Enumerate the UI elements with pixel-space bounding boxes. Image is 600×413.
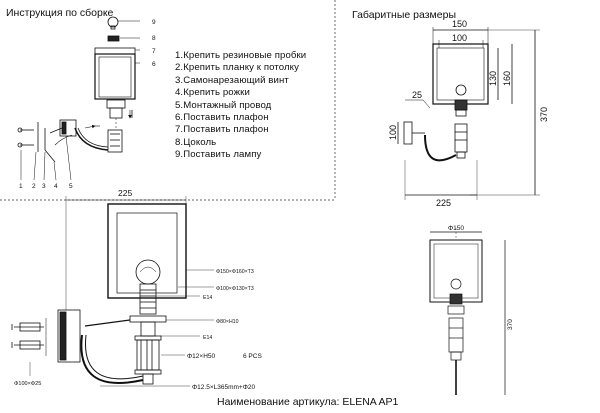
part-number-5: 5 (69, 183, 73, 190)
dim-370: 370 (539, 107, 549, 122)
front-view (429, 228, 506, 395)
dimension-drawing (397, 27, 540, 200)
part-number-3: 3 (42, 183, 46, 190)
part-number-7: 7 (152, 48, 156, 55)
label-e14-base: E14 (203, 335, 212, 341)
step-9: 9.Поставить лампу (175, 149, 262, 161)
dim-130: 130 (488, 71, 498, 86)
detail-dim-225: 225 (118, 188, 132, 198)
shade-outer (94, 53, 136, 100)
step-1: 1.Крепить резиновые пробки (175, 50, 307, 61)
part-number-9: 9 (152, 19, 156, 26)
label-base: Φ100×Φ25 (14, 381, 41, 387)
dim-25: 25 (412, 90, 422, 100)
front-dim-370: 370 (507, 319, 514, 330)
label-arm: Φ12.5×L365mm+Φ20 (192, 384, 256, 391)
front-dim-phi150: Φ150 (448, 225, 464, 232)
exploded-view (17, 16, 140, 163)
bulb-icon (107, 16, 119, 28)
part-number-8: 8 (152, 35, 156, 42)
part-number-1: 1 (19, 183, 23, 190)
part-number-4: 4 (54, 183, 58, 190)
step-3: 3.Самонарезающий винт (175, 74, 289, 86)
dim-100: 100 (452, 33, 467, 43)
label-tube: Φ12×H50 (187, 353, 216, 360)
part-number-2: 2 (32, 183, 36, 190)
step-7: 7.Поставить плафон (175, 124, 269, 136)
dim-225: 225 (436, 198, 451, 208)
step-2: 2.Крепить планку к потолку (175, 62, 299, 74)
label-e14-socket: E14 (203, 295, 212, 301)
step-4: 4.Крепить рожки (175, 87, 250, 99)
assembly-title: Инструкция по сборке (6, 7, 114, 19)
step-6: 6.Поставить плафон (175, 112, 269, 124)
step-5: 5.Монтажный провод (175, 99, 272, 111)
dimensions-title: Габаритные размеры (352, 9, 456, 21)
step-8: 8.Цоколь (175, 136, 217, 148)
assembly-steps-list: 1.Крепить резиновые пробки 2.Крепить пла… (175, 50, 306, 162)
article-name: Наименование артикула: ELENA AP1 (217, 396, 399, 408)
part-number-6: 6 (152, 61, 156, 68)
detail-view (11, 196, 214, 387)
socket-cap (107, 35, 120, 42)
label-pcs: 6 PCS (243, 353, 262, 360)
dim-100-side: 100 (388, 125, 398, 140)
dim-160: 160 (502, 71, 512, 86)
label-shade-inner: Φ100×Φ130×T3 (216, 286, 254, 292)
label-cup: Φ80×H10 (216, 319, 239, 325)
label-shade-outer: Φ150×Φ160×T3 (216, 269, 254, 275)
dim-150: 150 (452, 19, 467, 29)
shade-inner (98, 56, 132, 98)
